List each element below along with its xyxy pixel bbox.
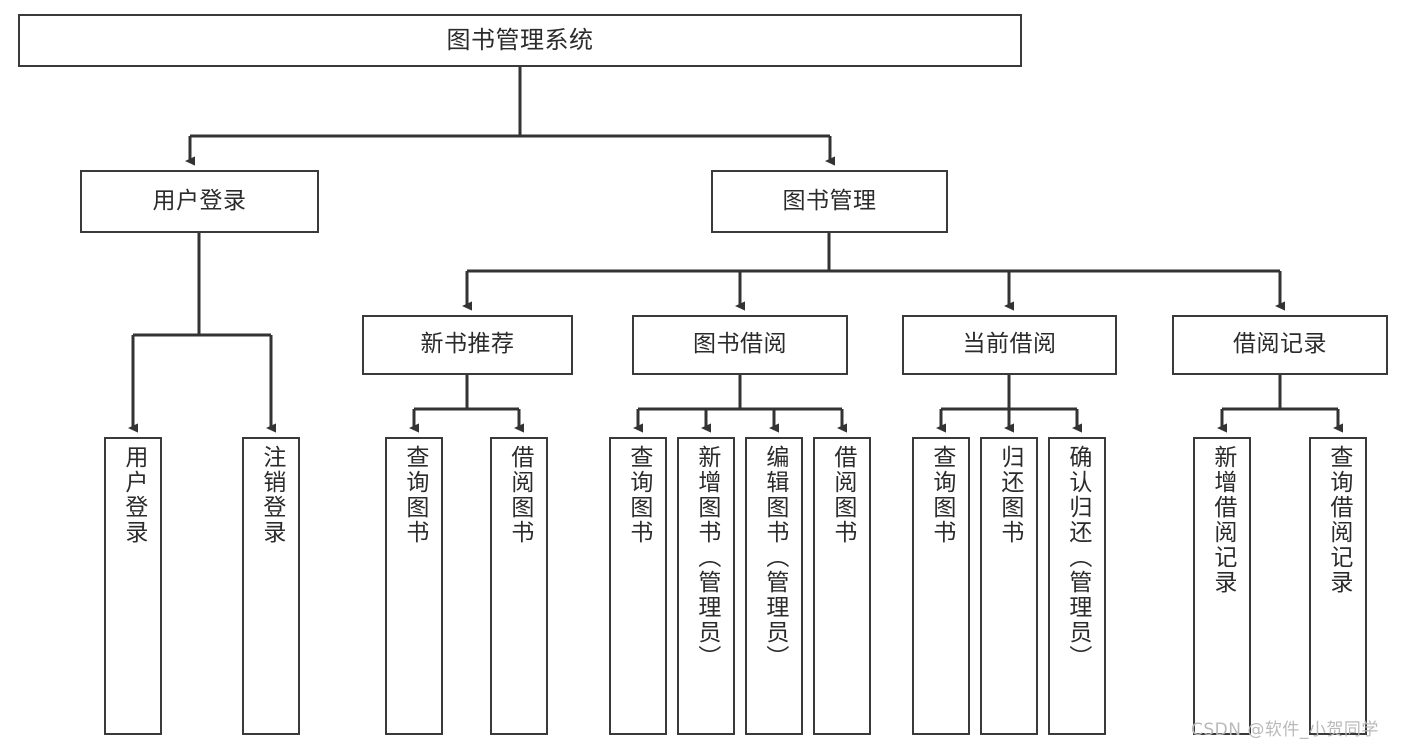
leaf-user-login-logout[interactable]: 注销登录 <box>242 437 300 735</box>
node-label: 新增借阅记录 <box>1209 445 1236 595</box>
leaf-user-login-login[interactable]: 用户登录 <box>104 437 162 735</box>
node-label: 借阅图书 <box>506 445 533 545</box>
leaf-book-borrow-edit-book-admin[interactable]: 编辑图书（管理员） <box>745 437 803 735</box>
csdn-watermark: CSDN @软件_小贺同学 <box>1191 720 1379 740</box>
node-label: 图书管理 <box>782 187 877 214</box>
leaf-book-borrow-borrow-book[interactable]: 借阅图书 <box>813 437 871 735</box>
leaf-current-borrow-confirm-return-admin[interactable]: 确认归还（管理员） <box>1048 437 1106 735</box>
node-label: 确认归还（管理员） <box>1064 445 1091 670</box>
node-book-management[interactable]: 图书管理 <box>711 170 948 233</box>
node-label: 查询借阅记录 <box>1325 445 1352 595</box>
node-label: 借阅图书 <box>829 445 856 545</box>
node-label: 用户登录 <box>120 445 147 545</box>
node-label: 借阅记录 <box>1233 331 1327 358</box>
leaf-borrow-record-query-record[interactable]: 查询借阅记录 <box>1309 437 1367 735</box>
node-label: 新书推荐 <box>420 331 515 358</box>
node-label: 归还图书 <box>996 445 1023 545</box>
node-label: 查询图书 <box>401 445 428 545</box>
node-label: 注销登录 <box>258 445 285 545</box>
node-label: 查询图书 <box>928 445 955 545</box>
leaf-book-borrow-add-book-admin[interactable]: 新增图书（管理员） <box>677 437 735 735</box>
node-label: 图书借阅 <box>693 331 787 358</box>
node-label: 编辑图书（管理员） <box>761 445 788 670</box>
node-book-borrowing[interactable]: 图书借阅 <box>632 315 848 375</box>
leaf-borrow-record-add-record[interactable]: 新增借阅记录 <box>1193 437 1251 735</box>
leaf-current-borrow-return-book[interactable]: 归还图书 <box>980 437 1038 735</box>
leaf-book-borrow-query-book[interactable]: 查询图书 <box>609 437 667 735</box>
leaf-current-borrow-query-book[interactable]: 查询图书 <box>912 437 970 735</box>
node-root-book-management-system[interactable]: 图书管理系统 <box>18 14 1022 67</box>
node-label: 当前借阅 <box>962 331 1057 358</box>
node-label: 查询图书 <box>625 445 652 545</box>
node-new-book-recommendation[interactable]: 新书推荐 <box>362 315 573 375</box>
node-label: 新增图书（管理员） <box>693 445 720 670</box>
node-user-login[interactable]: 用户登录 <box>80 170 319 233</box>
node-current-borrowing[interactable]: 当前借阅 <box>902 315 1117 375</box>
leaf-new-book-borrow-book[interactable]: 借阅图书 <box>490 437 548 735</box>
node-label: 用户登录 <box>152 187 247 214</box>
node-borrowing-record[interactable]: 借阅记录 <box>1172 315 1388 375</box>
node-label: 图书管理系统 <box>446 26 594 55</box>
leaf-new-book-query-book[interactable]: 查询图书 <box>385 437 443 735</box>
